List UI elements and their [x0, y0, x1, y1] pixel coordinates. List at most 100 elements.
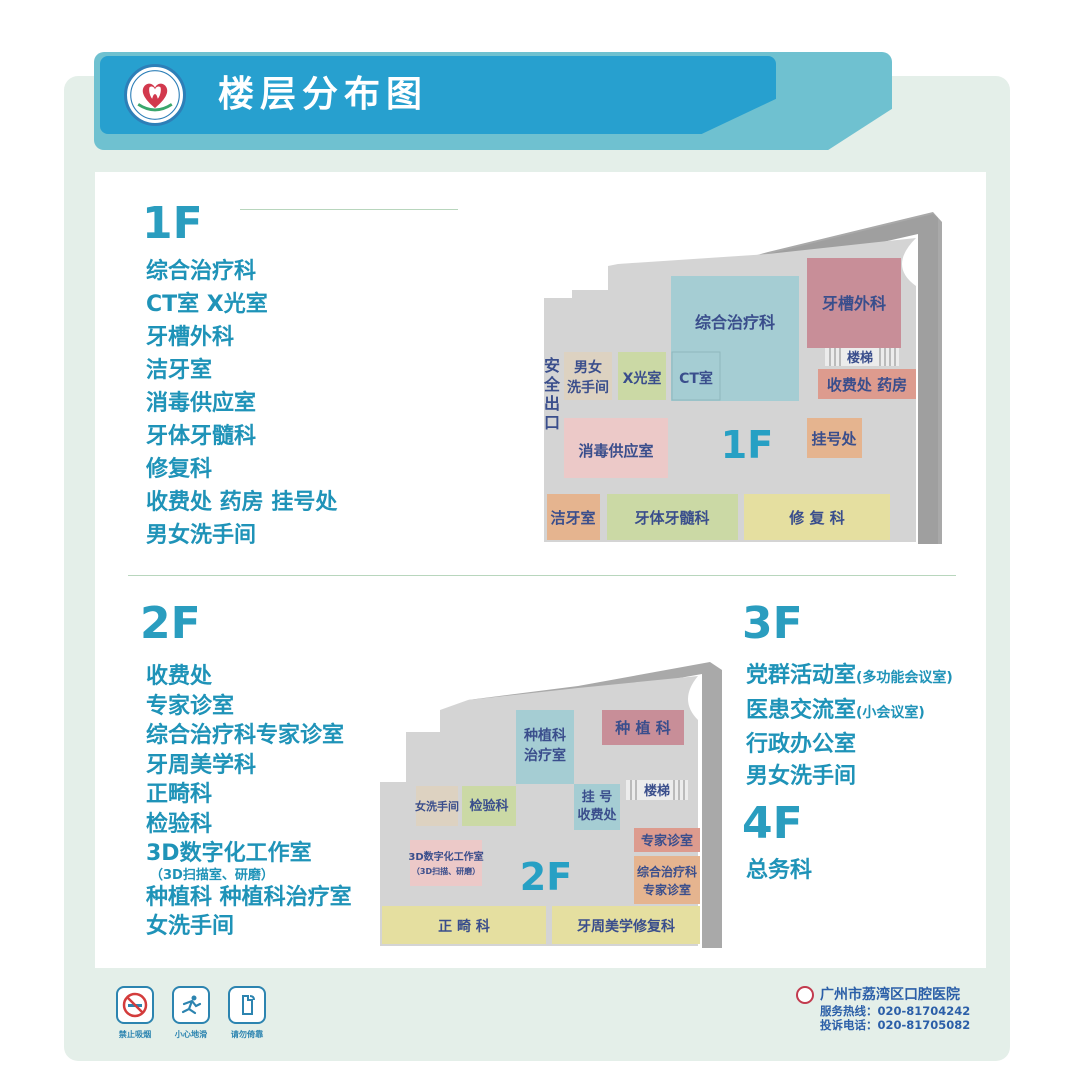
- service-hotline: 服务热线：020-81704242: [820, 1004, 971, 1018]
- floor-2-map: 种植科 治疗室 种 植 科 楼梯 女洗手间 检验科 挂 号 收费处 专家诊室 3…: [378, 660, 724, 950]
- floor-1-directory: 综合治疗科 CT室 X光室 牙槽外科 洁牙室 消毒供应室 牙体牙髓科 修复科 收…: [146, 255, 337, 552]
- room-label: 女洗手间: [415, 799, 459, 813]
- directory-item: 牙槽外科: [146, 325, 235, 350]
- directory-item: 3D数字化工作室: [146, 841, 312, 866]
- complaint-hotline: 投诉电话：020-81705082: [820, 1018, 971, 1032]
- room-label: 种 植 科: [614, 719, 670, 737]
- room-label: 修 复 科: [788, 509, 844, 527]
- hand-wash-icon: [228, 986, 266, 1024]
- room-orthodontics: [382, 906, 546, 944]
- room-scaling: [547, 494, 600, 540]
- directory-item: 洁牙室: [146, 358, 213, 383]
- room-ct: [671, 351, 721, 401]
- floor-2-heading: 2F: [140, 598, 201, 649]
- room-general-expert-clinic: [634, 856, 700, 904]
- safety-sign-caption: 请勿倚靠: [230, 1030, 264, 1040]
- directory-item: 女洗手间: [146, 914, 235, 939]
- directory-item-main: 医患交流室: [746, 697, 857, 723]
- directory-item: 党群活动室(多功能会议室): [746, 660, 953, 695]
- room-endodontics: [607, 494, 738, 540]
- room-registration-cashier: [574, 784, 620, 830]
- floor-4-heading: 4F: [742, 798, 803, 849]
- page-title: 楼层分布图: [218, 74, 429, 115]
- room-label: 正 畸 科: [438, 918, 490, 935]
- room-label: 挂号处: [811, 430, 857, 448]
- room-label: （3D扫描、研磨）: [412, 866, 480, 876]
- directory-item: 牙体牙髓科: [146, 424, 257, 449]
- directory-item: CT室 X光室: [146, 292, 268, 317]
- room-oral-surgery: [807, 258, 901, 348]
- hospital-logo: [124, 64, 186, 126]
- room-laboratory: [462, 786, 516, 826]
- room-label: 洁牙室: [550, 509, 595, 527]
- directory-item: 医患交流室(小会议室): [746, 695, 953, 730]
- directory-item-main: 行政办公室: [746, 732, 857, 757]
- room-cashier-pharmacy: [818, 369, 916, 399]
- room-label: 楼梯: [847, 350, 873, 366]
- directory-item: 收费处: [146, 664, 213, 689]
- room-label: CT室: [679, 370, 713, 387]
- room-sterilization: [564, 418, 668, 478]
- safety-sign-caption: 小心地滑: [174, 1030, 208, 1040]
- header-bar: [100, 56, 776, 134]
- room-periodontal-aesthetics: [552, 906, 700, 944]
- directory-item: 牙周美学科: [146, 752, 257, 778]
- directory-item: 收费处 药房 挂号处: [146, 490, 338, 515]
- floor-3-directory: 党群活动室(多功能会议室) 医患交流室(小会议室) 行政办公室 男女洗手间: [746, 660, 953, 792]
- room-3d-digital-studio: [410, 840, 482, 886]
- no-smoking-icon: [116, 986, 154, 1024]
- room-womens-restroom: [416, 786, 458, 826]
- floor-3-heading: 3F: [742, 598, 803, 649]
- room-label: 牙体牙髓科: [634, 509, 709, 527]
- hospital-mini-logo: [796, 986, 814, 1004]
- room-label: 牙周美学修复科: [577, 918, 675, 935]
- hospital-name-row: 广州市荔湾区口腔医院: [796, 986, 986, 1004]
- safety-icons: 禁止吸烟 小心地滑 请勿倚靠: [113, 986, 269, 1041]
- room-registration: [807, 418, 862, 458]
- directory-item: 修复科: [146, 457, 213, 482]
- room-prosthodontics: [744, 494, 890, 540]
- room-label: 种植科: [523, 727, 566, 744]
- stairs: [626, 780, 688, 800]
- room-label: 楼梯: [644, 783, 670, 799]
- room-xray: [618, 352, 666, 400]
- floor-1-heading: 1F: [142, 198, 203, 249]
- safety-sign: 禁止吸烟: [113, 986, 157, 1041]
- room-implantology: [602, 710, 684, 745]
- directory-item: 种植科 种植科治疗室: [146, 884, 352, 910]
- directory-item: 检验科: [146, 811, 213, 837]
- directory-item: 男女洗手间: [746, 761, 953, 793]
- room-label: 牙槽外科: [822, 294, 886, 313]
- room-label: 收费处: [577, 807, 617, 823]
- directory-item: 总务科: [746, 858, 813, 883]
- room-expert-clinic: [634, 828, 700, 852]
- floor-4-directory: 总务科: [746, 855, 812, 887]
- hospital-info: 广州市荔湾区口腔医院 服务热线：020-81704242 投诉电话：020-81…: [796, 986, 986, 1032]
- room-label: 出: [544, 394, 560, 413]
- room-label: 3D数字化工作室: [408, 850, 483, 863]
- directory-item-note: (多功能会议室): [856, 670, 953, 686]
- directory-item: 消毒供应室: [146, 391, 257, 416]
- caution-slip-icon: [172, 986, 210, 1024]
- room-label: 全: [543, 375, 561, 394]
- directory-item: 男女洗手间: [146, 523, 257, 548]
- room-implant-treatment: [516, 710, 574, 784]
- room-label: 挂 号: [582, 789, 613, 805]
- room-label: 综合治疗科: [695, 313, 775, 332]
- directory-item-main: 党群活动室: [746, 663, 857, 688]
- room-label: 治疗室: [524, 747, 566, 764]
- room-label: 专家诊室: [641, 833, 693, 849]
- map-wall-shadow-edge: [768, 214, 938, 544]
- map-floor-label: 2F: [520, 855, 572, 899]
- map-floor-label: 1F: [721, 423, 773, 467]
- safety-sign: 请勿倚靠: [225, 986, 269, 1041]
- room-label: 检验科: [469, 798, 508, 814]
- section-divider: [128, 575, 956, 576]
- directory-item: 正畸科: [146, 782, 213, 807]
- floor-2-directory: 收费处 专家诊室 综合治疗科专家诊室 牙周美学科 正畸科 检验科 3D数字化工作…: [146, 662, 352, 942]
- room-restrooms: [564, 352, 612, 400]
- floor-1-map: 综合治疗科 牙槽外科 楼梯 收费处 药房 男女 洗手间 X光室 CT室 安 全 …: [538, 206, 948, 551]
- safety-sign: 小心地滑: [169, 986, 213, 1041]
- room-label: 洗手间: [567, 379, 609, 396]
- hospital-name: 广州市荔湾区口腔医院: [820, 987, 960, 1003]
